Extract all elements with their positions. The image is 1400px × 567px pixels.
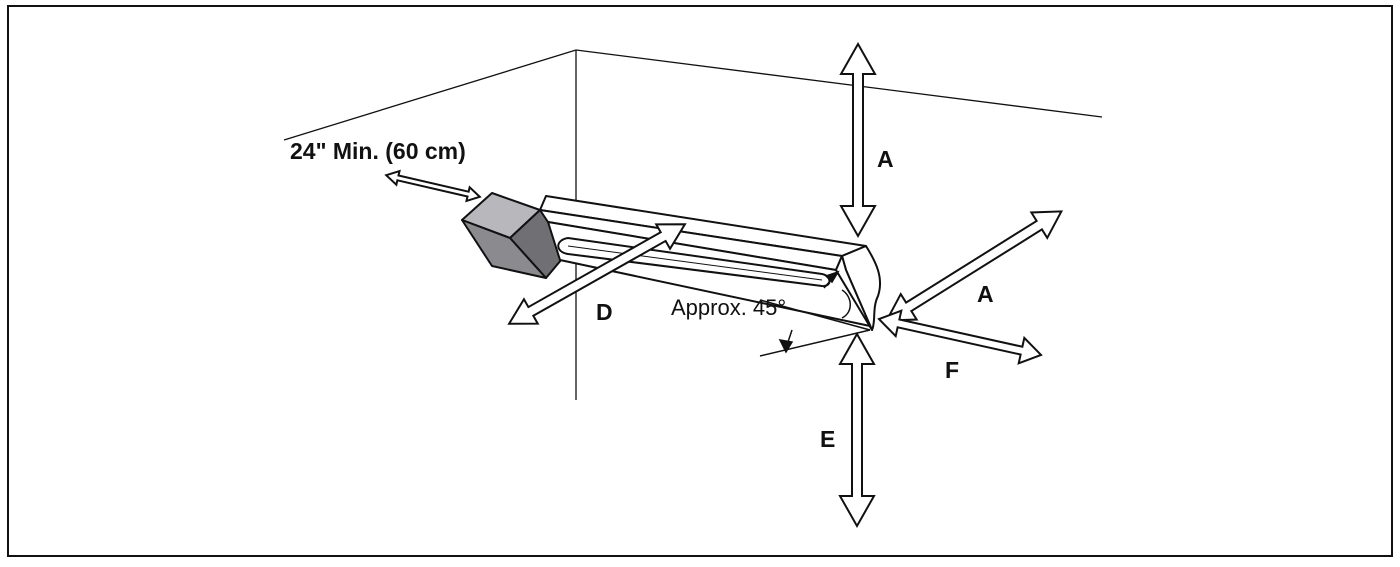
label-d: D xyxy=(596,299,613,325)
outer-border xyxy=(7,5,1393,557)
angle-indicator xyxy=(759,270,871,357)
arrow-d xyxy=(507,223,687,325)
heater-housing xyxy=(539,195,882,331)
arrow-a-right xyxy=(884,210,1064,322)
label-a-right: A xyxy=(977,281,994,307)
label-min-clearance: 24" Min. (60 cm) xyxy=(290,138,466,164)
label-f: F xyxy=(945,357,959,383)
arrow-a-top xyxy=(839,41,877,239)
heater-end-box xyxy=(461,192,573,279)
label-e: E xyxy=(820,426,835,452)
arrow-e xyxy=(838,331,876,529)
label-a-top: A xyxy=(877,146,894,172)
label-approx-angle: Approx. 45° xyxy=(671,295,786,320)
arrows xyxy=(384,41,1064,529)
arrow-min-clearance xyxy=(384,169,482,203)
arrow-f xyxy=(877,309,1043,365)
